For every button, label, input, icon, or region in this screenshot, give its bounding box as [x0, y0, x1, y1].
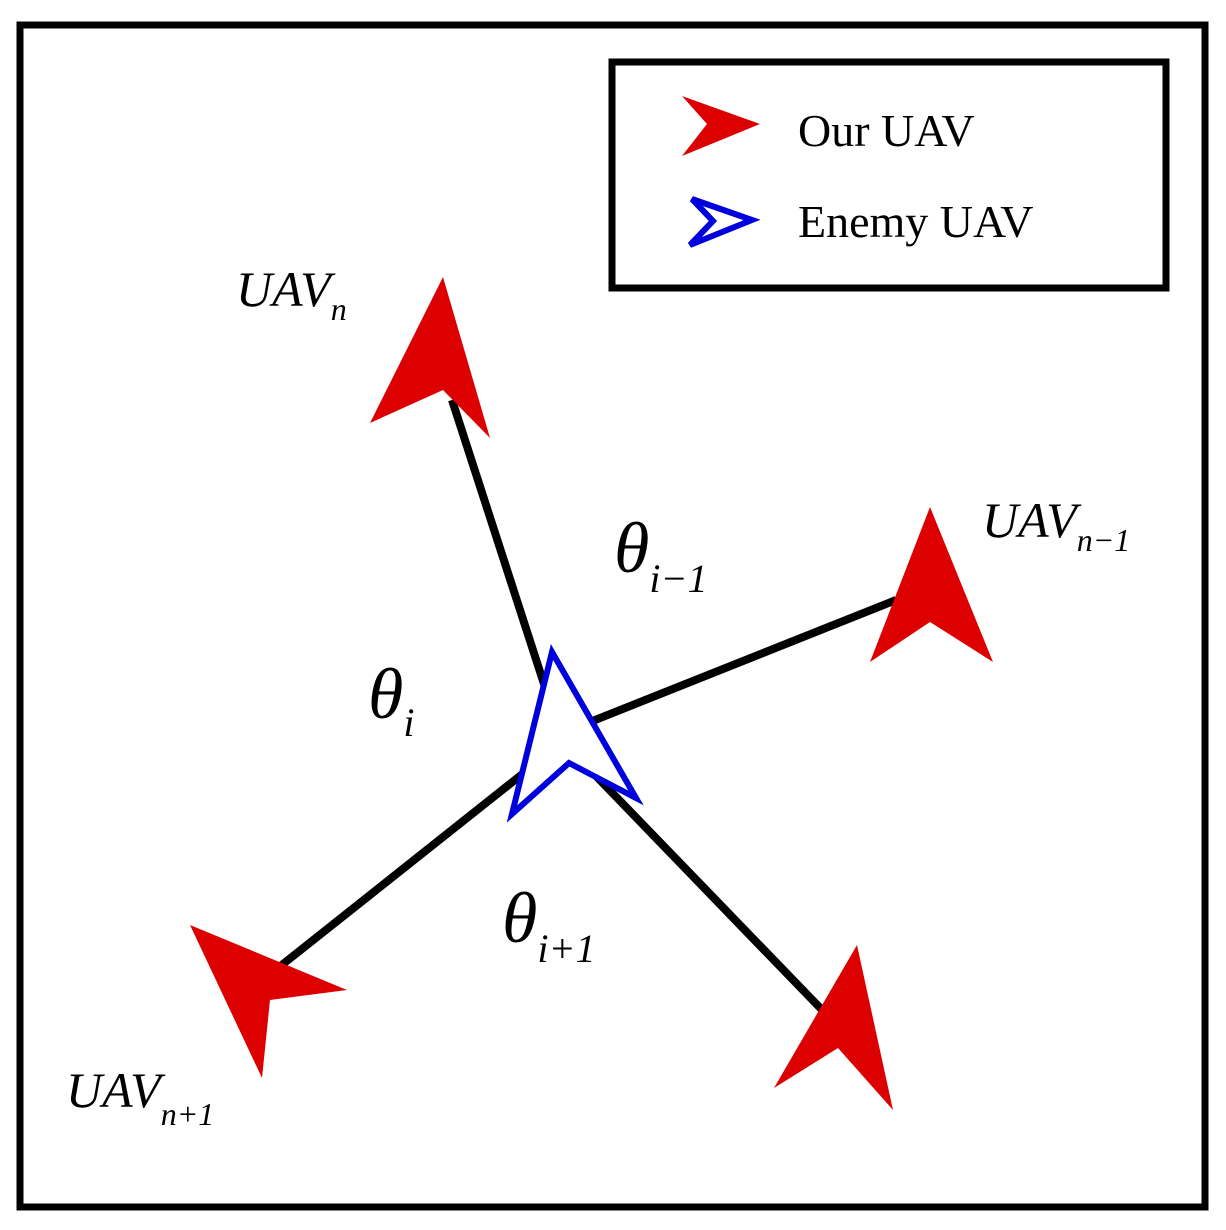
angle-theta-i-plus-1: θi+1 [502, 878, 596, 971]
label-uav-n-minus-1: UAVn−1 [982, 492, 1130, 558]
legend: Our UAV Enemy UAV [608, 58, 1170, 292]
line-to-uav-n-minus-1 [588, 596, 898, 726]
legend-our-uav-icon [682, 96, 760, 156]
line-to-uav-n-plus-1 [275, 764, 533, 972]
enemy-uav-icon [506, 644, 644, 823]
our-uav-n-minus-1-icon [870, 507, 993, 662]
legend-enemy-uav-icon [687, 196, 761, 248]
angle-theta-i-minus-1: θi−1 [614, 508, 708, 601]
angle-theta-i: θi [368, 654, 415, 745]
our-uav-n-plus-1-icon [190, 925, 347, 1078]
connection-lines [275, 398, 898, 1017]
legend-enemy-uav-label: Enemy UAV [798, 196, 1034, 247]
legend-our-uav-label: Our UAV [798, 105, 975, 156]
label-uav-n: UAVn [236, 261, 347, 327]
our-uav-n-icon [370, 277, 490, 438]
our-uav-bottom-right-icon [774, 945, 893, 1110]
label-uav-n-plus-1: UAVn+1 [66, 1062, 214, 1132]
line-to-uav-n [448, 398, 559, 720]
line-to-uav-bottom-right [592, 772, 829, 1017]
legend-box [608, 58, 1170, 292]
